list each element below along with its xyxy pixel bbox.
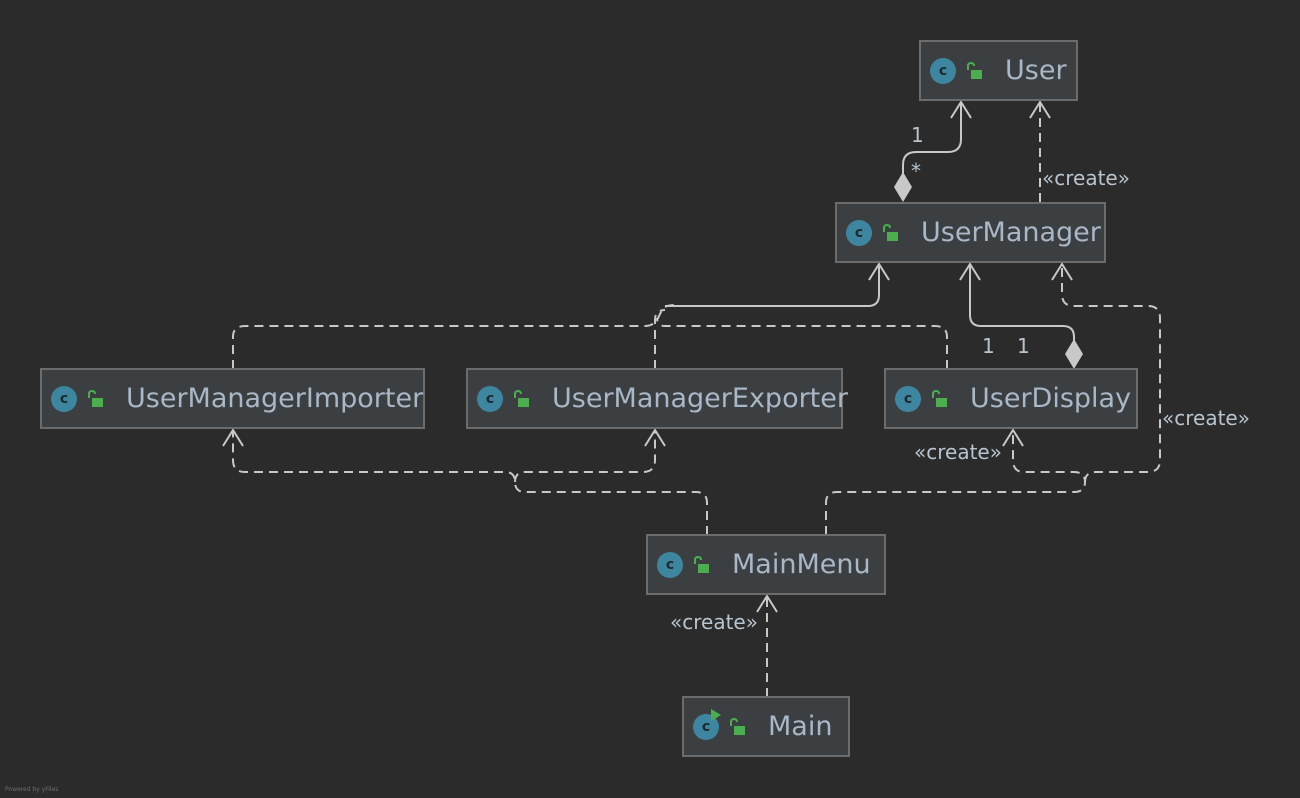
multiplicity-user-many: * xyxy=(911,159,921,183)
unlocked-icon xyxy=(883,224,898,241)
class-node-mainmenu[interactable]: c MainMenu xyxy=(646,534,886,595)
edge-userdisplay-usermanager-composition[interactable] xyxy=(969,264,1075,342)
arrowhead-usermanager-left xyxy=(868,262,890,281)
class-node-main[interactable]: c Main xyxy=(682,696,850,757)
edge-mainmenu-importer-dependency[interactable] xyxy=(232,430,708,535)
class-name: UserManager xyxy=(921,217,1101,248)
powered-by-footer: Powered by yFiles xyxy=(5,786,59,793)
unlocked-icon xyxy=(88,390,103,407)
arrowhead-exporter xyxy=(644,428,666,447)
composition-diamond-userdisplay xyxy=(1065,339,1083,369)
class-node-userdisplay[interactable]: c UserDisplay xyxy=(884,368,1138,429)
class-icon: c xyxy=(846,220,872,246)
edge-usermanager-trunk[interactable] xyxy=(665,264,880,307)
arrowhead-mainmenu xyxy=(756,594,778,613)
class-node-usermanagerexporter[interactable]: c UserManagerExporter xyxy=(466,368,848,429)
edge-mainmenu-exporter-dependency[interactable] xyxy=(514,430,656,483)
unlocked-icon xyxy=(932,390,947,407)
class-name: Main xyxy=(768,711,833,742)
multiplicity-display-one-b: 1 xyxy=(1017,334,1030,358)
edge-userdisplay-usermanager-dependency[interactable] xyxy=(656,317,948,369)
class-node-usermanagerimporter[interactable]: c UserManagerImporter xyxy=(40,368,425,429)
class-name: UserManagerImporter xyxy=(126,383,424,414)
edge-exporter-usermanager-dependency[interactable] xyxy=(654,309,666,369)
unlocked-icon xyxy=(967,62,982,79)
stereotype-create-usermanager: «create» xyxy=(1162,406,1250,430)
arrowhead-user-left xyxy=(950,100,972,119)
arrowhead-usermanager-right xyxy=(1051,262,1073,281)
edge-usermanager-user-composition[interactable] xyxy=(902,102,962,180)
class-icon: c xyxy=(477,386,503,412)
multiplicity-user-one: 1 xyxy=(911,123,924,147)
stereotype-create-user: «create» xyxy=(1042,166,1130,190)
unlocked-icon xyxy=(730,718,745,735)
class-icon: c xyxy=(657,552,683,578)
class-node-usermanager[interactable]: c UserManager xyxy=(835,202,1106,263)
class-name: UserDisplay xyxy=(970,383,1132,414)
arrowhead-user-right xyxy=(1029,100,1051,119)
stereotype-create-userdisplay: «create» xyxy=(914,440,1002,464)
arrowhead-userdisplay xyxy=(1002,428,1024,447)
class-name: UserManagerExporter xyxy=(552,383,848,414)
multiplicity-display-one-a: 1 xyxy=(982,334,995,358)
run-badge-icon xyxy=(711,709,721,721)
arrowhead-importer xyxy=(222,428,244,447)
unlocked-icon xyxy=(514,390,529,407)
composition-diamond-usermanager xyxy=(894,172,912,202)
unlocked-icon xyxy=(694,556,709,573)
edge-mainmenu-usermanager-dependency[interactable] xyxy=(1061,264,1161,483)
class-icon: c xyxy=(930,58,956,84)
stereotype-create-mainmenu: «create» xyxy=(670,610,758,634)
class-icon: c xyxy=(895,386,921,412)
class-icon: c xyxy=(51,386,77,412)
class-node-user[interactable]: c User xyxy=(919,40,1078,101)
class-name: User xyxy=(1005,55,1067,86)
edge-importer-usermanager-dependency[interactable] xyxy=(232,304,676,369)
arrowhead-usermanager-middle xyxy=(959,262,981,281)
class-name: MainMenu xyxy=(732,549,871,580)
